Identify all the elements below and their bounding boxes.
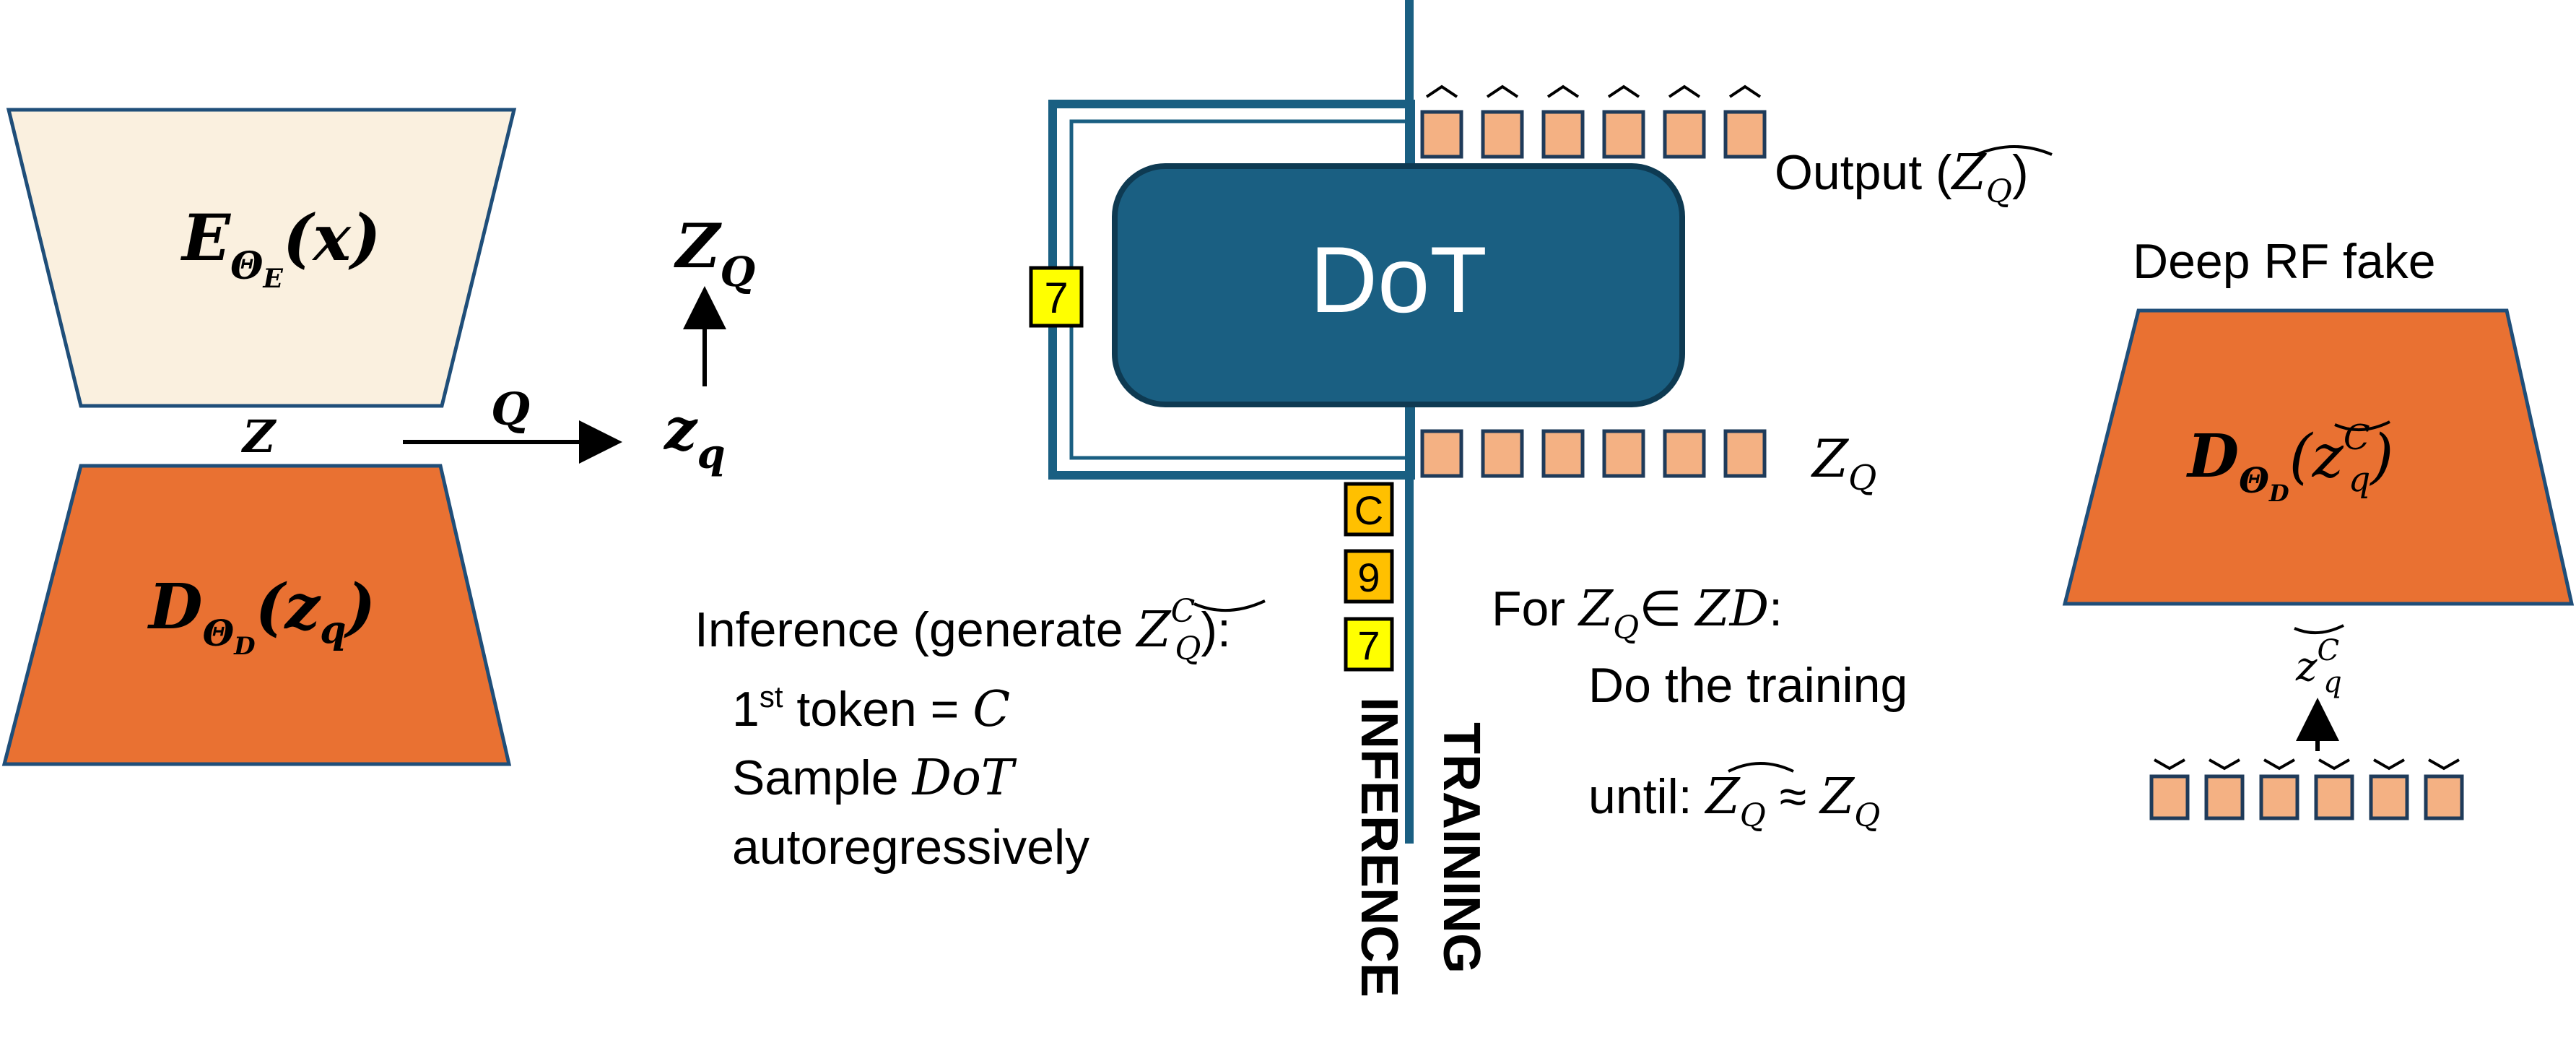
fake-token-breve: [2373, 758, 2405, 771]
training-line-1: For ZQ∈ ZD:: [1492, 581, 1783, 646]
fake-token: [2369, 774, 2409, 820]
inference-vertical-label: INFERENCE: [1350, 697, 1408, 997]
fake-token: [2149, 774, 2190, 820]
training-hat-symbol: [1728, 762, 1794, 773]
output-token: [1420, 110, 1463, 159]
zq-label: zq: [663, 395, 726, 478]
inference-token-label: 9: [1357, 555, 1380, 600]
z-latent-label: Z: [240, 410, 277, 463]
deep-fake-token-row: [2149, 758, 2464, 820]
output-hat-symbol: [1976, 145, 2053, 156]
output-token: [1663, 110, 1706, 159]
inference-token: [1344, 482, 1394, 537]
input-token: [1541, 429, 1585, 478]
output-token-hat: [1546, 84, 1580, 98]
input-token: [1481, 429, 1524, 478]
inference-token-label: 7: [1357, 623, 1380, 668]
input-token-row: [1420, 429, 1767, 478]
inference-line-4: autoregressively: [732, 820, 1089, 875]
ZQ-label: ZQ: [674, 210, 755, 296]
training-vertical-label: TRAINING: [1432, 722, 1490, 974]
output-token-hat: [1486, 84, 1519, 98]
input-token: [1723, 429, 1767, 478]
fake-token-breve: [2318, 758, 2350, 771]
inference-token-label: C: [1354, 488, 1383, 533]
inference-token: [1344, 549, 1394, 604]
input-token: [1602, 429, 1645, 478]
fake-token: [2259, 774, 2299, 820]
output-token-hat: [1728, 84, 1762, 98]
inference-token: [1344, 617, 1394, 672]
encoder-trapezoid: [6, 108, 517, 408]
deep-fake-breve: [2334, 420, 2390, 432]
fake-token-breve: [2263, 758, 2295, 771]
output-token: [1481, 110, 1524, 159]
fake-token: [2424, 774, 2464, 820]
output-token: [1541, 110, 1585, 159]
training-line-2: Do the training: [1588, 658, 1907, 713]
fake-token-breve: [2428, 758, 2460, 771]
deep-fake-input-breve: [2294, 624, 2344, 635]
output-token: [1723, 110, 1767, 159]
side-token-7: [1029, 266, 1084, 328]
quantize-q-label: Q: [491, 383, 530, 436]
input-token: [1420, 429, 1463, 478]
inference-token-column: C 9 7: [1344, 482, 1394, 672]
inference-line-3: Sample DoT: [732, 750, 1017, 807]
fake-token-breve: [2154, 758, 2185, 771]
output-label: Output (ZQ): [1775, 144, 2029, 210]
dot-block: [1112, 163, 1685, 407]
fake-token-breve: [2209, 758, 2240, 771]
output-token-row: [1420, 84, 1767, 159]
output-token: [1602, 110, 1645, 159]
inference-line-2: 1st token = C: [732, 680, 1010, 738]
output-token-hat: [1668, 84, 1701, 98]
input-tokens-label: ZQ: [1811, 428, 1876, 498]
inference-breve: [1193, 599, 1266, 612]
fake-token: [2204, 774, 2245, 820]
input-token: [1663, 429, 1706, 478]
decoder-label: DΘD(zq): [147, 571, 375, 661]
training-line-3: until: ZQ ≈ ZQ: [1588, 768, 1880, 834]
deep-fake-decoder-trapezoid: [2062, 308, 2575, 606]
dot-label: DoT: [1310, 227, 1487, 332]
side-token-7-label: 7: [1044, 274, 1068, 322]
deep-fake-title: Deep RF fake: [2133, 234, 2436, 289]
decoder-trapezoid: [1, 464, 512, 766]
output-token-hat: [1425, 84, 1458, 98]
fake-token: [2314, 774, 2354, 820]
output-token-hat: [1607, 84, 1640, 98]
encoder-label: EΘE(x): [180, 200, 381, 294]
